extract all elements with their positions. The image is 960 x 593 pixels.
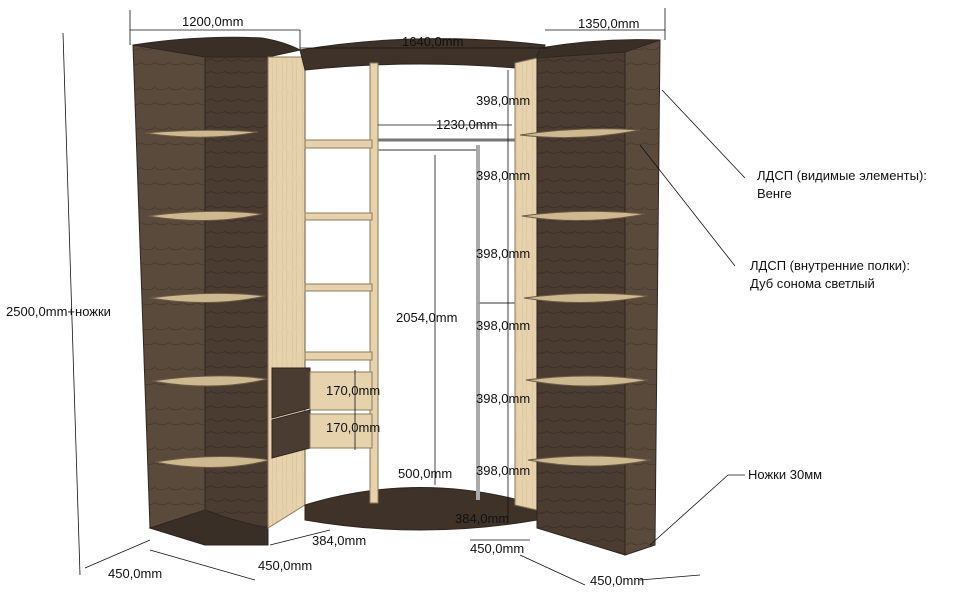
dim-overall-height: 2500,0mm+ножки [6,304,111,319]
middle-section [271,38,546,531]
dimension-lines [62,8,746,586]
drawers [271,367,373,459]
dim-top-left: 1200,0mm [182,14,243,29]
material-callouts: ЛДСП (видимые элементы): Венге ЛДСП (вну… [748,168,927,482]
dim-low-gap: 500,0mm [398,466,452,481]
dim-drawer-2: 170,0mm [326,420,380,435]
dim-shelf-spacing: 398,0mm [476,318,530,333]
right-shelves [519,128,651,467]
callout-shelves-color: Дуб сонома светлый [750,276,875,291]
right-corner-unit [519,39,661,556]
hanging-rails [378,138,515,500]
dim-inner-rail: 1230,0mm [436,117,497,132]
callout-shelves-material: ЛДСП (внутренние полки): [750,258,910,273]
dim-bottom-left-depth-2: 450,0mm [258,558,312,573]
dim-top-middle: 1640,0mm [402,34,463,49]
dim-shelf-spacing: 398,0mm [476,463,530,478]
dim-front-curve-left: 384,0mm [312,533,366,548]
callout-legs: Ножки 30мм [748,467,822,482]
dim-shelf-spacing: 398,0mm [476,246,530,261]
dim-shelf-spacing: 398,0mm [476,93,530,108]
dim-shelf-spacing: 398,0mm [476,391,530,406]
dim-hanging-height: 2054,0mm [396,310,457,325]
callout-visible-color: Венге [757,186,792,201]
middle-shelves [304,139,373,361]
dim-front-curve-right: 384,0mm [455,511,509,526]
dim-top-right: 1350,0mm [578,16,639,31]
dim-bottom-left-depth: 450,0mm [108,566,162,581]
dimension-labels: 1200,0mm 1640,0mm 1350,0mm 2500,0mm+ножк… [6,14,644,588]
dim-bottom-right-depth: 450,0mm [470,541,524,556]
dim-drawer-1: 170,0mm [326,383,380,398]
callout-visible-material: ЛДСП (видимые элементы): [757,168,927,183]
dim-shelf-spacing: 398,0mm [476,168,530,183]
dim-bottom-right-depth-2: 450,0mm [590,573,644,588]
